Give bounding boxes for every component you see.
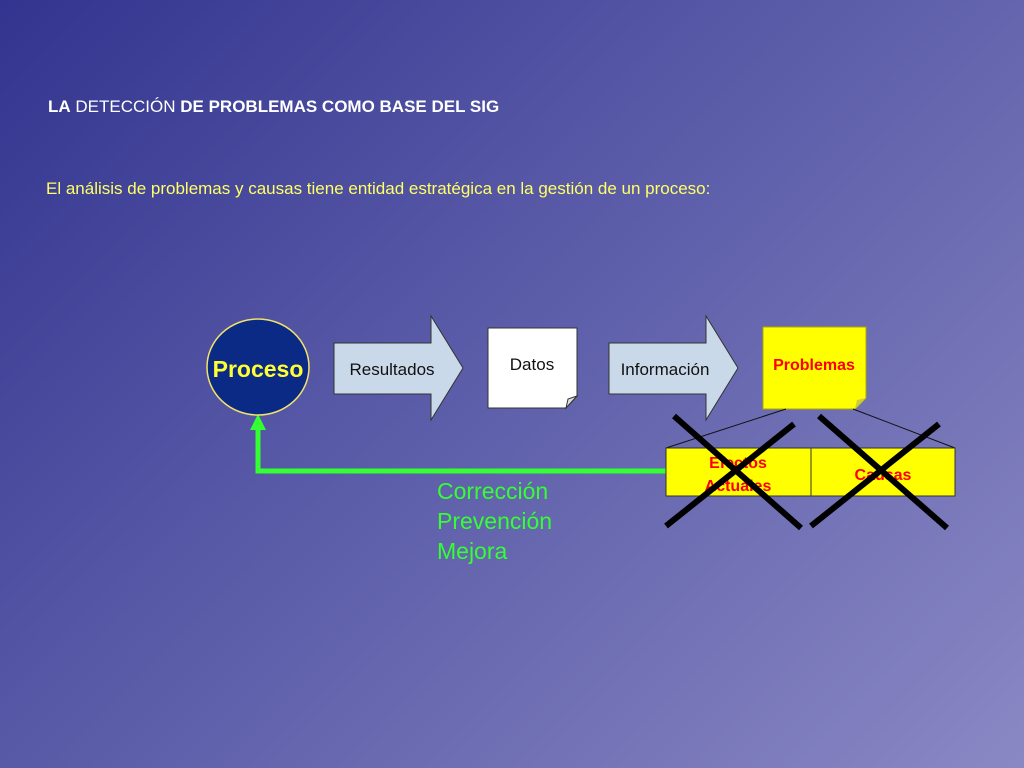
connector-left [665,408,787,449]
resultados-arrow-shape [333,314,464,422]
proceso-label: Proceso [213,356,304,382]
feedback-arrowhead [250,414,266,430]
outcome-item: Prevención [437,508,553,534]
outcomes-list: Corrección Prevención Mejora [437,476,552,566]
outcome-item: Corrección [437,478,549,504]
problemas-note: Problemas [762,326,867,410]
problemas-label: Problemas [773,357,855,374]
title-part-3: DE PROBLEMAS COMO BASE DEL SIG [180,97,500,116]
causas-cross-line-2 [809,421,941,529]
proceso-node: Proceso [206,318,310,416]
feedback-line [255,428,666,474]
connector-right [852,408,956,449]
datos-page-fold [565,394,579,410]
title-part-1: LA [48,97,71,116]
informacion-label: Información [621,360,710,379]
informacion-arrow: Información [608,314,739,422]
feedback-arrow [250,414,666,474]
informacion-arrow-shape [608,314,739,422]
causas-cross-mark [809,413,949,531]
proceso-circle [206,318,310,416]
resultados-label: Resultados [349,360,434,379]
datos-document: Datos [487,327,579,410]
title-part-2: DETECCIÓN [70,97,181,116]
problemas-note-fold [855,398,866,409]
page-subtitle: El análisis de problemas y causas tiene … [46,179,711,198]
datos-label: Datos [510,355,554,374]
resultados-arrow: Resultados [333,314,464,422]
page-title: LA DETECCIÓN DE PROBLEMAS COMO BASE DEL … [48,97,499,117]
efectos-cross-line-2 [664,421,796,529]
efectos-cross-mark [664,413,803,531]
outcome-item: Mejora [437,538,508,564]
